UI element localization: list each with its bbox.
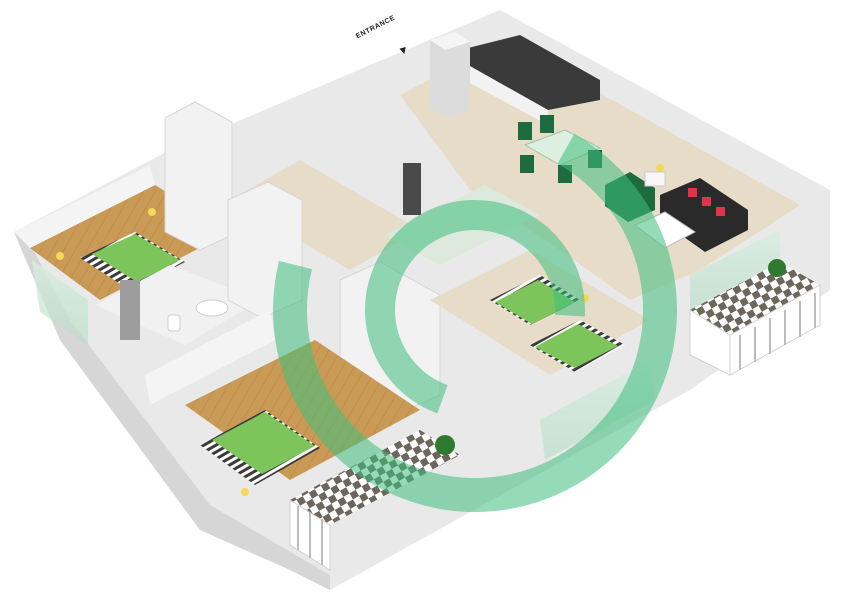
dining-chair <box>540 115 554 133</box>
lamp-icon <box>241 488 249 496</box>
bed-linen <box>535 324 618 368</box>
sofa-cushion <box>702 197 711 206</box>
shower-panel <box>120 280 140 340</box>
balcony-railing <box>739 293 816 370</box>
dining-chair <box>518 122 532 140</box>
wardrobe <box>164 101 233 251</box>
plant-icon <box>768 259 786 277</box>
bed-linen <box>212 412 315 474</box>
balcony-right <box>689 230 821 376</box>
sofa-cushion <box>716 207 725 216</box>
lamp-icon <box>148 208 156 216</box>
bedroom-top-left <box>14 101 233 345</box>
dining-chair <box>520 155 534 173</box>
fridge <box>430 32 470 118</box>
brand-logo-watermark <box>273 107 677 512</box>
bed-linen <box>92 234 180 282</box>
washbasin-icon <box>195 299 229 317</box>
lamp-icon <box>656 164 664 172</box>
lamp-icon <box>56 252 64 260</box>
sofa-cushion <box>688 188 697 197</box>
bathroom-left <box>95 265 260 345</box>
door <box>403 163 421 215</box>
kitchen-counter <box>468 35 600 110</box>
plant-icon <box>435 435 455 455</box>
toilet-icon <box>167 314 181 332</box>
